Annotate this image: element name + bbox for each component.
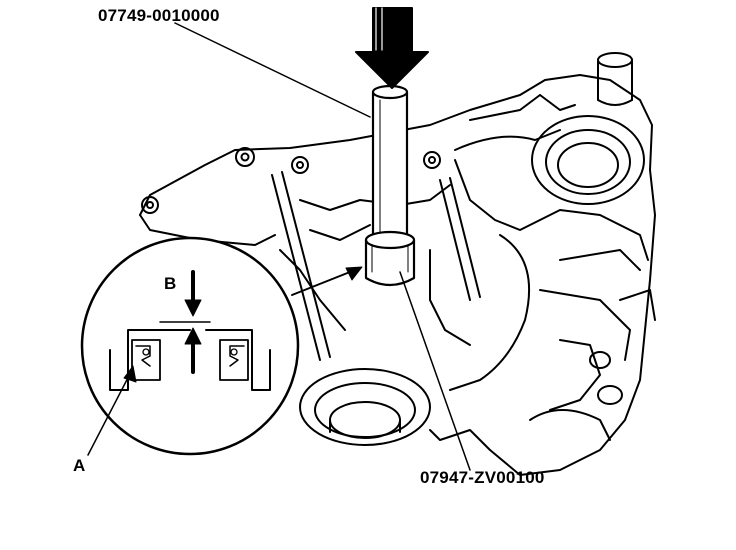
leader-tool-top [174,22,371,118]
driver-tool [364,84,416,287]
tool-label-handle: 07749-0010000 [98,6,220,25]
transmission-housing [139,52,656,476]
detail-magnifier [80,236,363,456]
seal-seat-bore [299,368,431,446]
tool-label-attachment: 07947-ZV00100 [420,468,545,487]
callout-a: A [73,456,86,475]
press-down-arrow [355,7,429,89]
callout-b: B [164,274,177,293]
leader-tool-bottom [399,271,471,471]
